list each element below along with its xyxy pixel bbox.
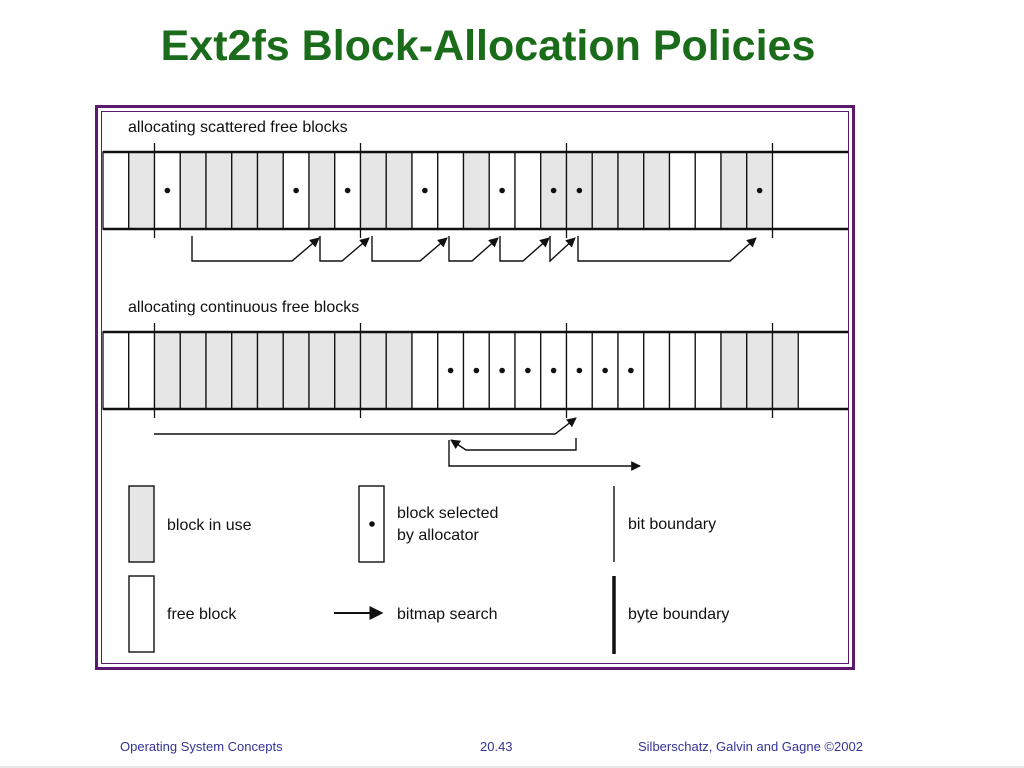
- footer-course: Operating System Concepts: [120, 739, 283, 754]
- block-in-use: [205, 151, 233, 230]
- free-block: [643, 331, 671, 410]
- legend-block-selected-line2: by allocator: [397, 527, 479, 544]
- selected-block-dot: [550, 367, 557, 374]
- block-in-use: [308, 331, 336, 410]
- selected-block-dot: [756, 187, 763, 194]
- block-in-use: [231, 331, 259, 410]
- selected-block-dot: [422, 187, 428, 194]
- search-arrow: [319, 236, 370, 262]
- legend-free-swatch: [128, 575, 155, 653]
- legend-selected-dot: [369, 521, 375, 527]
- selected-block-dot: [293, 187, 299, 194]
- footer-authors: Silberschatz, Galvin and Gagne ©2002: [638, 739, 863, 754]
- continuous-label: allocating continuous free blocks: [128, 299, 359, 316]
- block-in-use: [385, 331, 413, 410]
- search-arrow: [450, 438, 577, 451]
- legend-block-in-use: block in use: [167, 517, 252, 534]
- block-in-use: [334, 331, 362, 410]
- selected-block-dot: [473, 367, 480, 374]
- free-block: [668, 151, 696, 230]
- selected-block-dot: [344, 187, 351, 194]
- scattered-search-arrows: [191, 236, 757, 263]
- block-in-use: [153, 331, 181, 410]
- block-in-use: [591, 151, 619, 230]
- block-in-use: [617, 151, 645, 230]
- legend-bit-boundary: bit boundary: [628, 516, 716, 533]
- continuous-block-row: [102, 323, 848, 418]
- search-arrow: [191, 236, 320, 262]
- scattered-block-row: [102, 143, 848, 238]
- selected-block-dot: [628, 367, 634, 374]
- free-block: [411, 331, 439, 410]
- slide-title: Ext2fs Block-Allocation Policies: [160, 22, 816, 70]
- selected-block-dot: [602, 367, 608, 374]
- block-in-use: [256, 331, 284, 410]
- block-in-use: [720, 151, 748, 230]
- selected-block-dot: [550, 187, 557, 194]
- free-block: [694, 331, 722, 410]
- block-in-use: [179, 151, 207, 230]
- legend-block-selected-line1: block selected: [397, 505, 498, 522]
- block-in-use: [720, 331, 748, 410]
- block-in-use: [359, 331, 387, 410]
- selected-block-dot: [499, 367, 505, 374]
- free-block: [668, 331, 696, 410]
- block-in-use: [308, 151, 336, 230]
- selected-block-dot: [499, 187, 505, 194]
- legend-bitmap-search: bitmap search: [397, 606, 498, 623]
- search-arrow: [448, 236, 499, 262]
- selected-block-dot: [576, 187, 583, 194]
- block-in-use: [231, 151, 259, 230]
- selected-block-dot: [525, 367, 531, 374]
- block-in-use: [256, 151, 284, 230]
- search-arrow: [371, 236, 448, 262]
- block-in-use: [385, 151, 413, 230]
- footer-page-number: 20.43: [480, 739, 513, 754]
- selected-block-dot: [164, 187, 171, 194]
- free-block: [694, 151, 722, 230]
- free-block: [128, 331, 156, 410]
- legend: block in use free block block selected b…: [128, 485, 729, 654]
- block-in-use: [771, 331, 799, 410]
- search-arrow: [577, 236, 757, 262]
- scattered-label: allocating scattered free blocks: [128, 119, 348, 136]
- block-in-use: [128, 151, 156, 230]
- free-block: [102, 151, 130, 230]
- legend-byte-boundary: byte boundary: [628, 606, 729, 623]
- diagram-frame: [95, 105, 855, 670]
- block-in-use: [359, 151, 387, 230]
- block-in-use: [205, 331, 233, 410]
- search-arrow: [448, 440, 641, 471]
- free-block: [437, 151, 465, 230]
- selected-block-dot: [447, 367, 454, 374]
- block-in-use: [643, 151, 671, 230]
- search-arrow: [499, 236, 550, 262]
- block-in-use: [462, 151, 490, 230]
- block-in-use: [179, 331, 207, 410]
- footer-rule: [0, 766, 1024, 768]
- legend-used-swatch: [128, 485, 155, 563]
- search-arrow: [549, 236, 576, 263]
- continuous-search-arrows: [154, 417, 641, 471]
- free-block: [514, 151, 542, 230]
- diagram-frame-inner: [101, 111, 849, 664]
- block-in-use: [282, 331, 310, 410]
- legend-free-block: free block: [167, 606, 237, 623]
- free-block: [102, 331, 130, 410]
- block-in-use: [746, 331, 774, 410]
- search-arrow: [154, 417, 577, 435]
- selected-block-dot: [576, 367, 583, 374]
